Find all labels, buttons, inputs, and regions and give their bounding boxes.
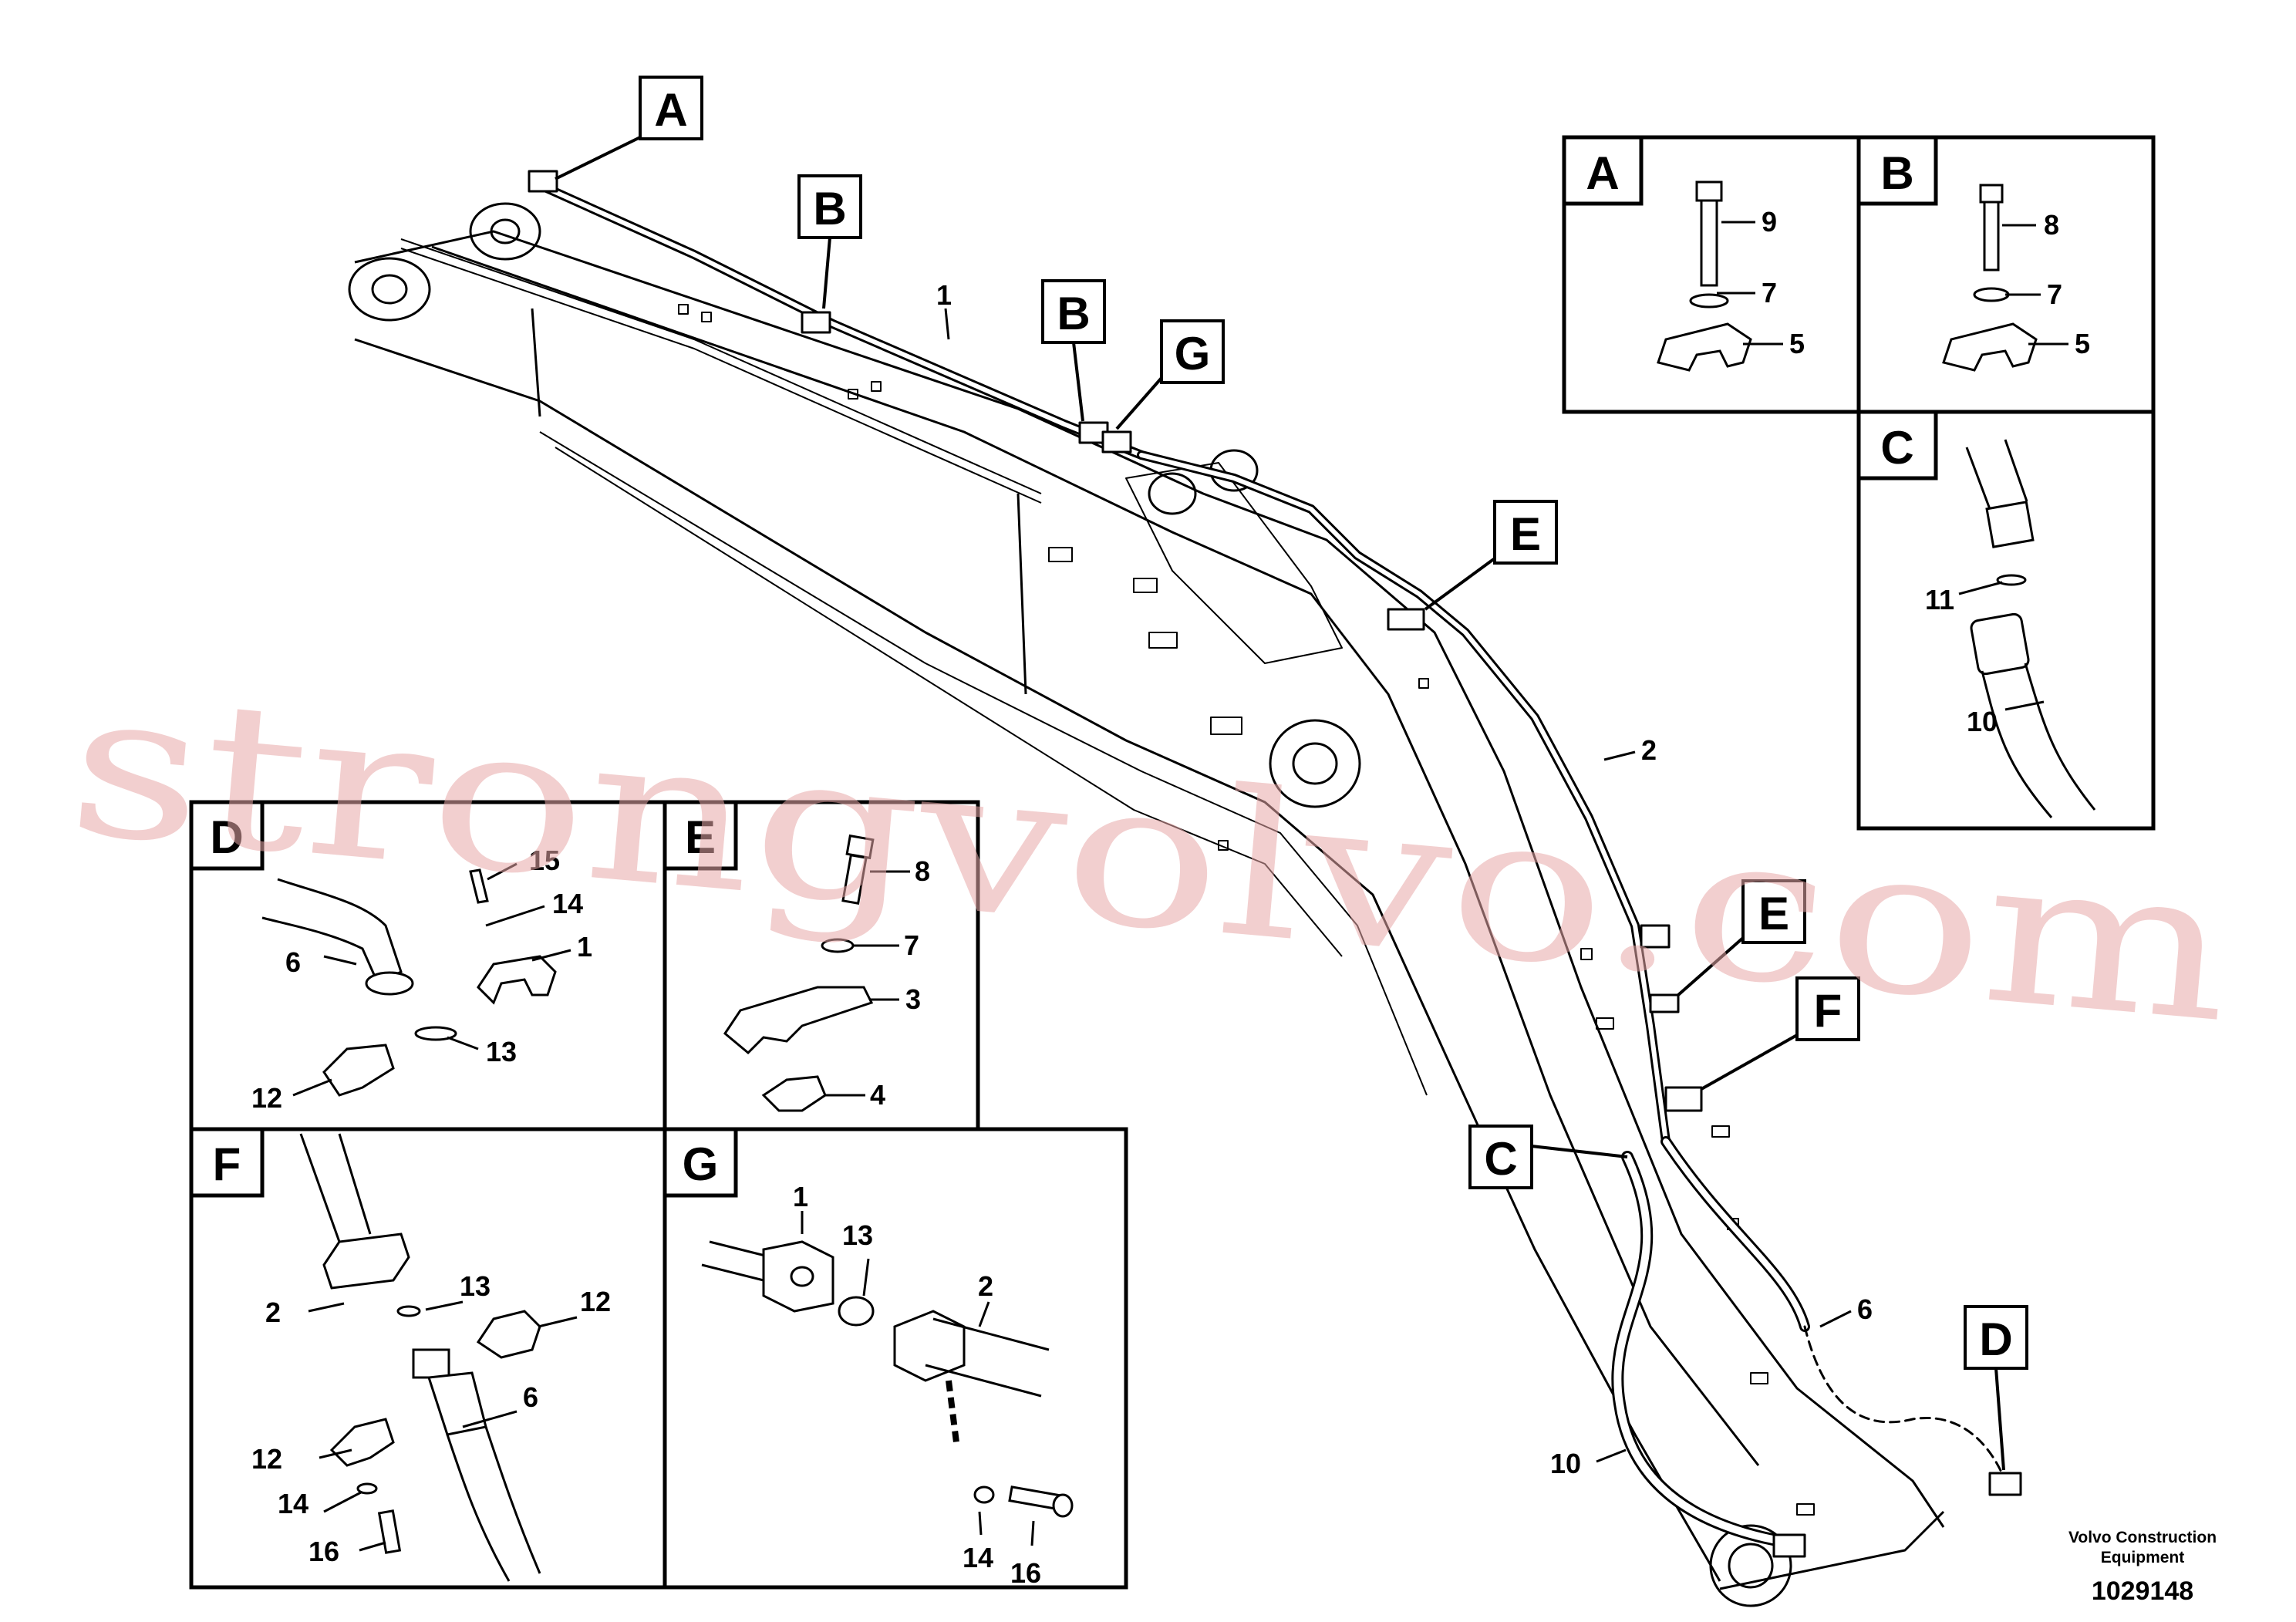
panel-F-label-13: 13 [460,1270,491,1302]
panel-G-label-2: 2 [978,1270,993,1302]
panel-D-label-13: 13 [486,1036,517,1067]
panel-A-label-5: 5 [1789,328,1805,359]
part-number-10: 10 [1550,1448,1581,1479]
panel-E-label-8: 8 [915,855,930,887]
panel-A-label-7: 7 [1762,277,1777,309]
panel-G: G 1 13 2 14 16 [663,1127,1074,1589]
panel-F-label-16: 16 [308,1536,339,1567]
panel-D-label-12: 12 [251,1082,282,1114]
panel-F-label-6: 6 [523,1381,538,1413]
panel-A-letter: A [1586,147,1619,199]
panel-B-letter: B [1880,147,1913,199]
panel-F-label-14: 14 [278,1488,308,1519]
panel-B-label-5: 5 [2075,328,2090,359]
watermark-text: strongvolvo.com [61,646,2240,1067]
panel-E-label-7: 7 [904,929,919,961]
hydraulic-lines [528,170,2022,1558]
callout-E1-label: E [1510,508,1541,560]
callout-E-1: E [1424,500,1558,611]
panel-D-label-6: 6 [285,946,301,978]
panel-C-label-11: 11 [1925,584,1954,615]
callout-D: D [1964,1305,2028,1471]
panel-G-label-14: 14 [963,1542,993,1573]
callout-C-label: C [1484,1133,1517,1185]
footer-company-line1: Volvo Construction [2068,1529,2217,1546]
panel-A-label-9: 9 [1762,206,1777,238]
panel-E-label-4: 4 [870,1079,885,1111]
panel-F-label-12b: 12 [251,1443,282,1475]
callout-G: G [1115,319,1225,430]
panel-F: F 2 13 12 6 12 14 16 [189,1127,611,1582]
panel-D-label-1: 1 [577,931,592,963]
panel-B-label-8: 8 [2044,209,2059,241]
panel-G-label-1: 1 [793,1181,808,1212]
panel-F-label-2: 2 [265,1297,281,1328]
panel-D-label-15: 15 [529,845,560,876]
panel-D-letter: D [210,811,243,863]
callout-E-2: E [1677,879,1806,996]
panel-C: C 11 10 [1856,410,2096,818]
panel-F-label-12: 12 [580,1286,611,1317]
main-part-numbers: 1 2 6 10 [936,279,1873,1479]
panel-D: D 15 14 1 6 13 12 [189,800,592,1114]
callout-B-1: B [797,174,862,309]
panel-G-label-13: 13 [842,1219,873,1251]
callout-E2-label: E [1758,888,1789,939]
panel-C-letter: C [1880,422,1913,474]
panel-C-label-10: 10 [1967,706,1998,737]
callout-F-label: F [1814,985,1843,1037]
part-number-1: 1 [936,279,952,311]
callout-D-label: D [1979,1313,2012,1365]
panel-F-letter: F [213,1138,241,1190]
callout-G-label: G [1175,328,1211,379]
panel-G-label-16: 16 [1010,1557,1041,1589]
panel-G-letter: G [683,1138,719,1190]
panel-A: A 9 7 5 [1562,135,1805,372]
main-callouts: A B B G E E F [555,76,2028,1471]
part-number-2: 2 [1641,734,1657,766]
panel-E-letter: E [685,811,716,863]
footer-company-line2: Equipment [2101,1549,2185,1566]
callout-B1-label: B [813,183,846,234]
panel-E: E 8 7 3 4 [663,800,930,1112]
callout-A: A [555,76,703,180]
callout-B2-label: B [1057,288,1090,339]
drawing-number: 1029148 [2092,1576,2193,1606]
panel-B-label-7: 7 [2047,278,2062,310]
detail-panels-bottom-left [189,800,1128,1590]
callout-C: C [1468,1125,1628,1189]
panel-D-label-14: 14 [552,888,583,919]
callout-F: F [1701,976,1860,1091]
panel-E-label-3: 3 [905,983,921,1015]
footer: Volvo Construction Equipment 1029148 [2068,1529,2217,1606]
panel-B: B 8 7 5 [1856,135,2090,372]
detail-panels-top-right [1562,135,2156,831]
callout-A-label: A [654,84,687,136]
boom-arm-drawing [348,202,1945,1607]
callout-B-2: B [1041,279,1106,422]
part-number-6: 6 [1857,1293,1873,1325]
